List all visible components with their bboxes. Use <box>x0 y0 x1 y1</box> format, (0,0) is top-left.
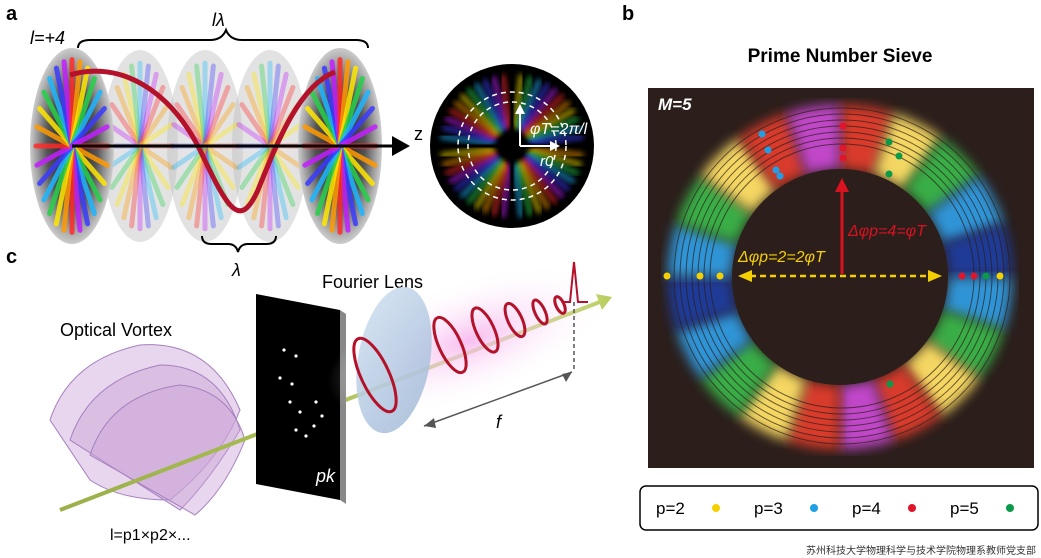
fourier-lens <box>356 286 432 434</box>
m-label: M=5 <box>658 95 692 114</box>
panel-label-c: c <box>6 246 17 268</box>
focal-arrow-right <box>562 372 572 382</box>
delta-p2-arrow-right <box>928 270 942 282</box>
delta-p4-label: Δφp=4=φT <box>847 223 927 240</box>
z-axis-arrow <box>392 136 410 156</box>
lambda-brace <box>201 235 277 253</box>
delta-p2-label: Δφp=2=2φT <box>737 249 826 266</box>
l-lambda-label: lλ <box>212 10 225 30</box>
legend-box <box>639 485 1039 531</box>
focal-label: f <box>496 412 503 432</box>
ghost-disc-patterns <box>105 60 305 232</box>
legend-dot-4 <box>908 504 916 512</box>
output-disc-pattern <box>301 57 379 235</box>
fourier-lens-label: Fourier Lens <box>322 272 423 292</box>
focal-peak <box>562 261 588 303</box>
helical-wave <box>69 68 336 214</box>
vortex-wavefronts <box>49 344 246 516</box>
helix-spiral <box>352 295 567 414</box>
sieve-title: Prime Number Sieve <box>748 46 933 67</box>
z-axis-label: z <box>414 124 423 144</box>
l-lambda-brace <box>77 27 369 49</box>
radius-label: r0 <box>540 153 554 170</box>
legend-label-5: p=5 <box>950 499 979 518</box>
l-value-label: l=+4 <box>30 28 65 48</box>
pk-label: pk <box>315 466 336 486</box>
optical-vortex-label: Optical Vortex <box>60 320 172 340</box>
screen-dots <box>278 348 324 438</box>
focal-arrow-left <box>424 418 436 428</box>
input-disc-pattern <box>33 57 111 235</box>
legend-dot-3 <box>810 504 818 512</box>
phase-arrow-head-up <box>515 104 525 114</box>
delta-p2-arrow-left <box>738 270 752 282</box>
lambda-label: λ <box>231 260 241 280</box>
pk-screen <box>256 294 340 500</box>
phase-label: φT=2π/l <box>530 121 588 138</box>
l-product-label: l=p1×p2×... <box>110 527 191 544</box>
delta-p4-arrow-head <box>835 178 849 192</box>
legend-label-4: p=4 <box>852 499 881 518</box>
legend-dot-2 <box>712 504 720 512</box>
sieve-dots <box>663 122 1004 388</box>
focal-distance-line <box>423 371 573 427</box>
phase-arrow-head-right <box>550 141 560 151</box>
legend-label-3: p=3 <box>754 499 783 518</box>
legend: p=2 p=3 p=4 p=5 <box>656 499 1014 518</box>
watermark: 苏州科技大学物理科学与技术学院物理系教师党支部 <box>806 544 1036 557</box>
legend-dot-5 <box>1006 504 1014 512</box>
panel-label-b: b <box>622 3 634 25</box>
legend-label-2: p=2 <box>656 499 685 518</box>
sieve-ring <box>668 105 1012 449</box>
panel-label-a: a <box>6 3 18 25</box>
vortex-dashed-ring-outer <box>457 91 567 201</box>
